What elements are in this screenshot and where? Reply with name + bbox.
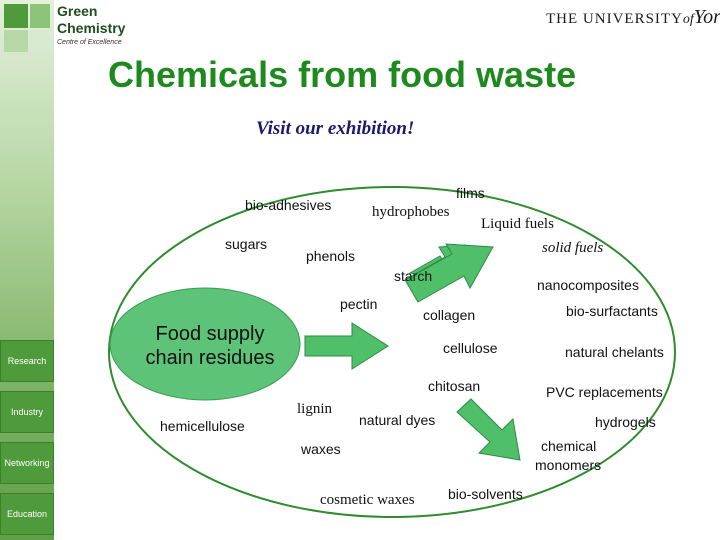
university-logo: THE UNIVERSITYofYork [546, 6, 720, 29]
sidebar-item-label: Networking [4, 458, 50, 468]
sidebar-item-label: Education [6, 509, 48, 519]
center-label-line2: chain residues [145, 347, 275, 369]
outer-ellipse [108, 186, 676, 518]
logo-square-icon [4, 4, 28, 28]
arrow-right-icon [304, 322, 389, 370]
term-natural-chelants: natural chelants [565, 344, 664, 360]
term-phenols: phenols [306, 248, 356, 264]
term-films: films [456, 185, 485, 201]
term-cellulose: cellulose [443, 340, 498, 356]
sidebar-item-label: Research [7, 356, 47, 366]
term-starch: starch [394, 268, 433, 284]
term-hydrogels: hydrogels [595, 414, 656, 430]
term-bio-adhesives: bio-adhesives [245, 197, 332, 213]
term-cosmetic-waxes: cosmetic waxes [320, 492, 415, 508]
term-pvc-replacements: PVC replacements [546, 384, 663, 400]
page-subtitle: Visit our exhibition! [256, 118, 415, 139]
sidebar-item-research[interactable]: Research [0, 340, 54, 382]
term-chemical-monomers-line2: monomers [535, 457, 602, 473]
sidebar-item-label: Industry [10, 407, 43, 417]
term-lignin: lignin [297, 401, 333, 417]
term-waxes: waxes [301, 441, 341, 457]
logo-square-icon [30, 30, 50, 52]
arrow-up-icon [404, 243, 494, 303]
sidebar-item-education[interactable]: Education [0, 493, 54, 535]
sidebar-item-industry[interactable]: Industry [0, 391, 54, 433]
term-bio-solvents: bio-solvents [448, 486, 523, 502]
term-chemical-monomers-line1: chemical [541, 438, 597, 454]
term-hemicellulose: hemicellulose [160, 418, 245, 434]
university-name: York [693, 6, 720, 28]
center-label: Food supply chain residues [125, 322, 295, 370]
term-bio-surfactants: bio-surfactants [566, 303, 658, 319]
logo-line1: Green [57, 3, 98, 19]
term-pectin: pectin [340, 296, 378, 312]
term-solid-fuels: solid fuels [542, 240, 604, 256]
term-collagen: collagen [423, 307, 476, 323]
logo-line2: Chemistry [57, 20, 126, 36]
term-liquid-fuels: Liquid fuels [481, 216, 554, 232]
sidebar-item-networking[interactable]: Networking [0, 442, 54, 484]
center-label-line1: Food supply [155, 323, 265, 345]
term-chitosan: chitosan [428, 378, 481, 394]
university-prefix: THE UNIVERSITY [546, 11, 683, 27]
term-nanocomposites: nanocomposites [537, 277, 639, 293]
arrow-down-icon [456, 398, 521, 461]
term-sugars: sugars [225, 236, 268, 252]
logo-square-icon [4, 30, 28, 52]
term-hydrophobes: hydrophobes [372, 204, 450, 220]
logo-square-icon [30, 4, 50, 28]
page-title: Chemicals from food waste [108, 54, 577, 95]
center-ellipse [109, 287, 301, 401]
university-of: of [682, 12, 694, 27]
sidebar: Research Industry Networking Education [0, 0, 54, 540]
logo-line3: Centre of Excellence [57, 39, 122, 46]
term-natural-dyes: natural dyes [359, 412, 436, 428]
